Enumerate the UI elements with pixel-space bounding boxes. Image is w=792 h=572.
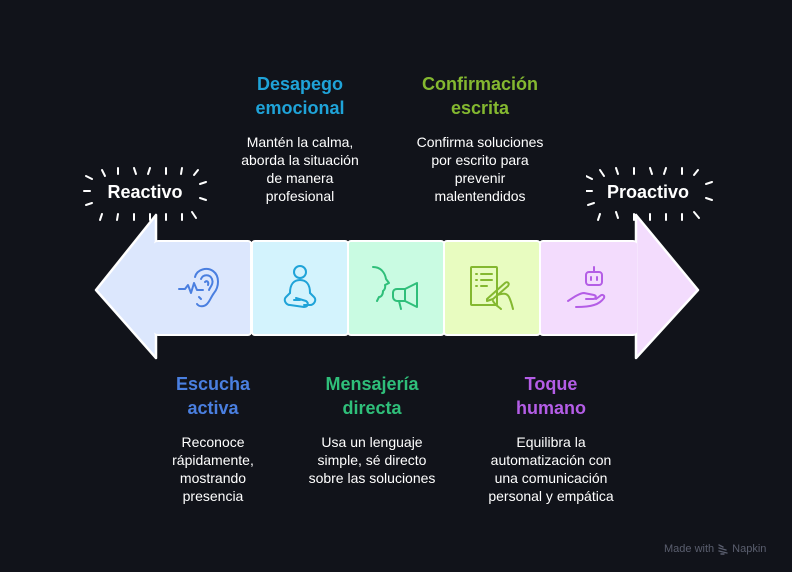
napkin-logo-icon bbox=[718, 543, 728, 555]
napkin-brand: Napkin bbox=[732, 543, 767, 555]
stage-segment-mensajeria-directa bbox=[347, 240, 445, 336]
stage-segment-desapego-emocional bbox=[251, 240, 349, 336]
stage-segment-toque-humano bbox=[539, 240, 637, 336]
left-arrowhead bbox=[94, 213, 158, 360]
stage-description: Usa un lenguaje simple, sé directo sobre… bbox=[308, 434, 436, 486]
stage-title: Confirmación escrita bbox=[421, 74, 538, 118]
megaphone-speaker-icon bbox=[372, 266, 418, 310]
proactive-label: Proactivo bbox=[606, 182, 690, 202]
stage-top-desapego: Desapego emocional Mantén la calma, abor… bbox=[230, 72, 370, 205]
stage-bottom-mensajeria: Mensajería directa Usa un lenguaje simpl… bbox=[292, 372, 452, 487]
stage-bottom-toque: Toque humano Equilibra la automatización… bbox=[471, 372, 631, 505]
robot-hand-icon bbox=[567, 266, 606, 308]
stage-segment-escucha-activa bbox=[154, 240, 252, 336]
stage-title: Toque humano bbox=[516, 374, 586, 418]
stage-description: Confirma soluciones por escrito para pre… bbox=[416, 134, 544, 204]
stage-description: Mantén la calma, aborda la situación de … bbox=[241, 134, 359, 204]
meditation-icon bbox=[283, 265, 317, 308]
made-with-label: Made with bbox=[664, 543, 715, 555]
burst-rays-icon bbox=[586, 167, 713, 221]
stage-top-confirmacion: Confirmación escrita Confirma soluciones… bbox=[400, 72, 560, 205]
stage-title: Mensajería directa bbox=[325, 374, 419, 418]
burst-rays-icon bbox=[83, 167, 207, 221]
stage-bottom-escucha: Escucha activa Reconoce rápidamente, mos… bbox=[143, 372, 283, 505]
reactive-label: Reactivo bbox=[107, 182, 183, 202]
stage-title: Desapego emocional bbox=[255, 74, 345, 118]
written-document-icon bbox=[470, 266, 514, 310]
reactive-end-label-group: Reactivo bbox=[80, 160, 210, 230]
stage-description: Equilibra la automatización con una comu… bbox=[488, 434, 614, 504]
made-with-napkin-badge[interactable]: Made with Napkin bbox=[664, 543, 766, 555]
stage-description: Reconoce rápidamente, mostrando presenci… bbox=[172, 434, 254, 504]
ear-sound-icon bbox=[178, 268, 219, 308]
proactive-end-label-group: Proactivo bbox=[586, 160, 714, 230]
stage-title: Escucha activa bbox=[175, 374, 251, 418]
stage-segment-confirmacion-escrita bbox=[443, 240, 541, 336]
right-arrowhead bbox=[634, 213, 700, 360]
